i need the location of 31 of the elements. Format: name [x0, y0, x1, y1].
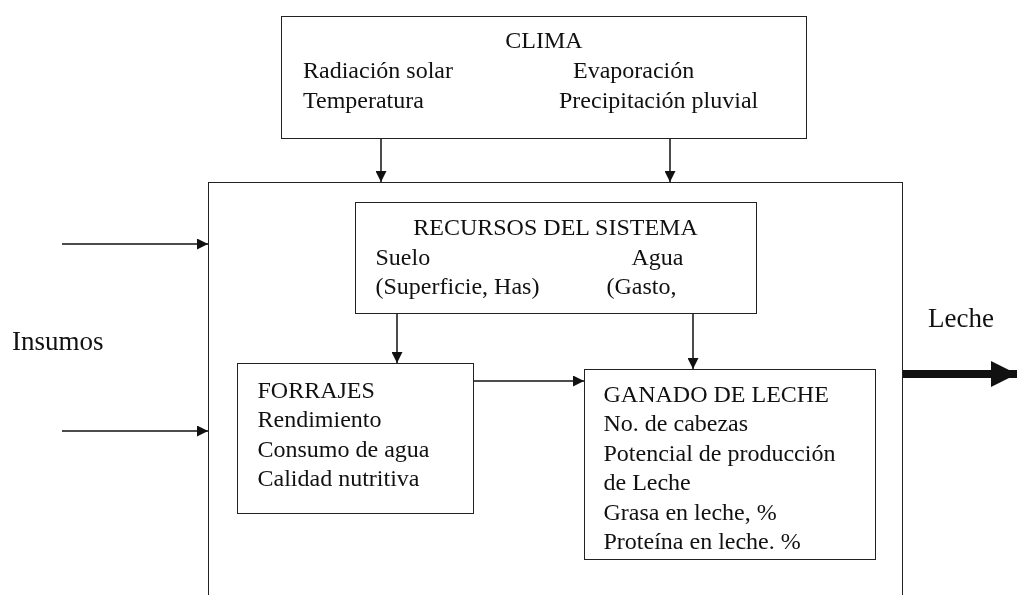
arrow	[473, 375, 585, 387]
arrow	[61, 238, 209, 250]
node-text: Calidad nutritiva	[257, 464, 420, 493]
node-text: Temperatura	[303, 86, 424, 115]
node-text: Grasa en leche, %	[603, 497, 777, 527]
node-text: (Superficie, Has)	[375, 271, 540, 301]
node-heading: GANADO DE LECHE	[603, 379, 829, 409]
node-text: Radiación solar	[303, 56, 453, 85]
process-box	[281, 16, 807, 139]
process-box	[583, 368, 876, 560]
node-heading: CLIMA	[504, 26, 584, 55]
node-text: Rendimiento	[257, 405, 382, 434]
node-text: No. de cabezas	[603, 409, 749, 438]
node-heading: FORRAJES	[257, 375, 375, 405]
node-text: Agua	[631, 242, 684, 272]
node-text: Consumo de agua	[257, 434, 430, 464]
system-boundary-box	[208, 182, 903, 595]
node-text: Suelo	[375, 242, 431, 272]
node-text: Evaporación	[573, 56, 695, 85]
process-box	[354, 201, 757, 314]
arrow	[61, 425, 209, 437]
node-text: (Gasto,	[606, 271, 677, 301]
arrow	[687, 313, 699, 370]
process-box	[236, 362, 474, 514]
node-text: Precipitación pluvial	[559, 86, 759, 115]
node-text: Potencial de producción de Leche	[603, 438, 837, 497]
arrow	[391, 313, 403, 364]
arrow	[664, 138, 676, 183]
node-text: Proteína en leche. %	[603, 527, 801, 556]
arrow	[375, 138, 387, 183]
node-heading: RECURSOS DEL SISTEMA	[412, 212, 699, 242]
